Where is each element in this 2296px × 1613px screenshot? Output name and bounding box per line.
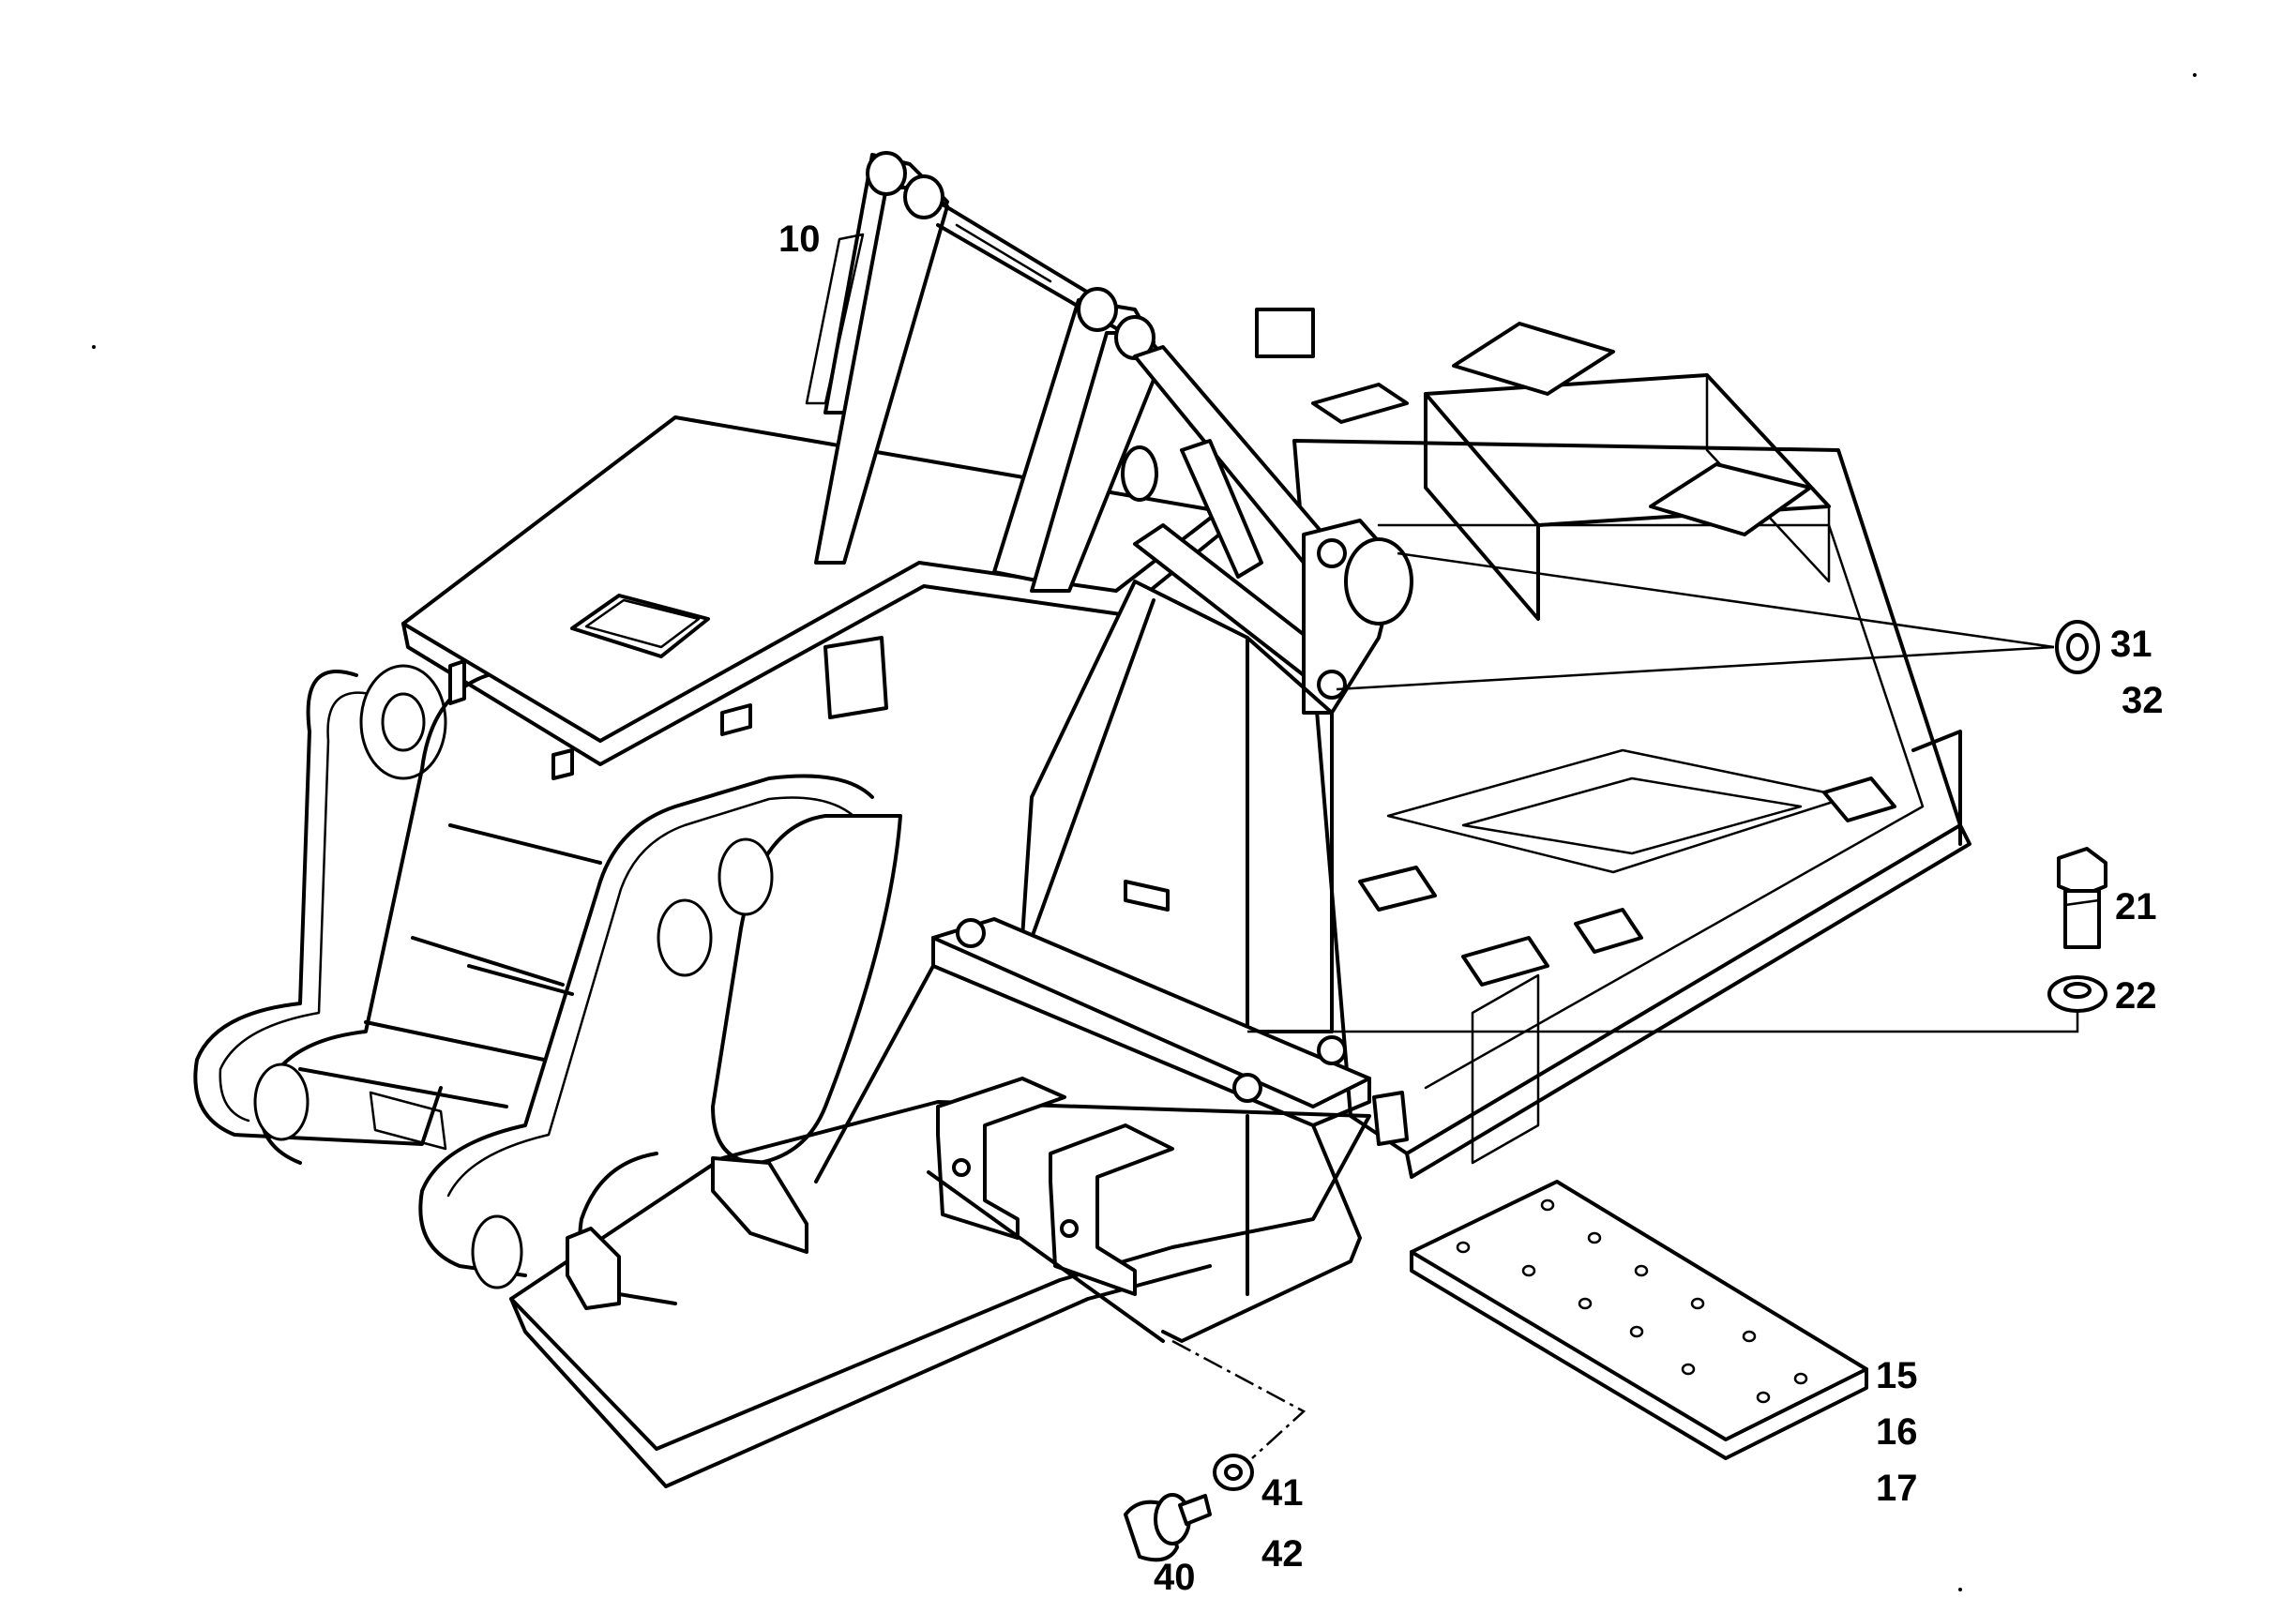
- pedestal-base: [814, 917, 1409, 1343]
- callout-31: 31: [2110, 624, 2152, 665]
- part-31-32-washer: [2055, 620, 2100, 674]
- callout-42: 42: [1261, 1533, 1304, 1575]
- speck: [92, 345, 96, 349]
- left-frame-brackets: [193, 664, 902, 1310]
- callout-41: 41: [1261, 1472, 1304, 1514]
- part-41-42-washer: [1213, 1454, 1254, 1491]
- callout-10: 10: [778, 219, 821, 260]
- part-40-rubber-stud: [1124, 1493, 1212, 1562]
- a-frame-assembly: [805, 151, 1413, 1033]
- part-22-washer: [2047, 975, 2107, 1013]
- callout-17: 17: [1876, 1468, 1918, 1509]
- callout-16: 16: [1876, 1411, 1918, 1453]
- channel-brackets: [927, 1077, 1174, 1343]
- part-21-bolt: [2057, 847, 2107, 949]
- callout-labels: 10 31 32 21 22 15 16 17 40 41 42: [778, 219, 2164, 1598]
- speck: [2193, 73, 2197, 77]
- callout-21: 21: [2115, 886, 2157, 927]
- callout-15: 15: [1876, 1355, 1918, 1396]
- leader-lines: [1171, 551, 2079, 1459]
- callout-40: 40: [1154, 1557, 1196, 1598]
- base-frame: [509, 308, 1971, 1488]
- callout-32: 32: [2122, 680, 2164, 721]
- part-15-16-17-plate: [1410, 1180, 1868, 1460]
- speck: [1958, 1588, 1962, 1591]
- callout-22: 22: [2115, 975, 2157, 1017]
